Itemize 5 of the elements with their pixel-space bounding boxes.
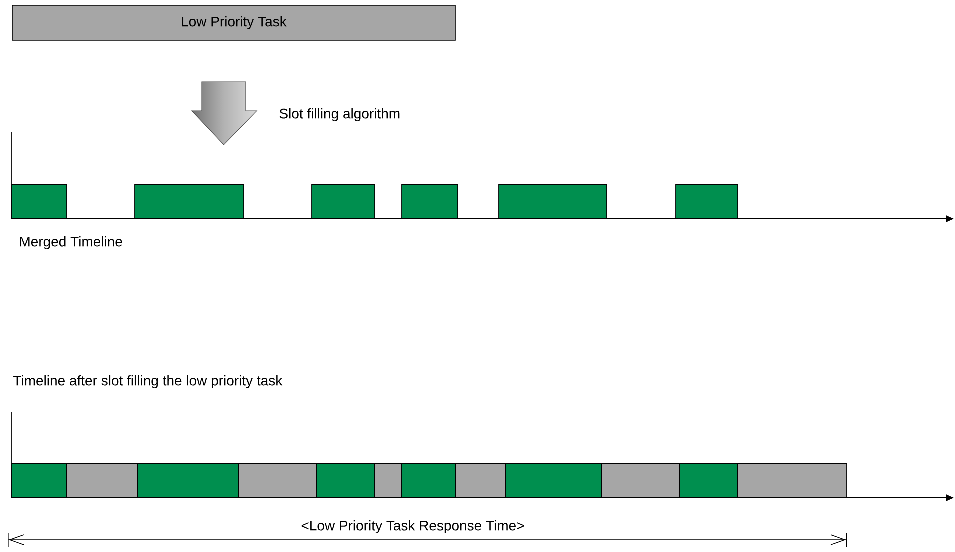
timeline-label: Timeline after slot filling the low priority task <box>14 375 283 389</box>
arrow-label: Slot filling algorithm <box>280 108 400 122</box>
task-bar: Low Priority Task <box>12 5 456 41</box>
timeline-label: Merged Timeline <box>20 236 122 250</box>
dimension-label: <Low Priority Task Response Time> <box>302 520 524 534</box>
